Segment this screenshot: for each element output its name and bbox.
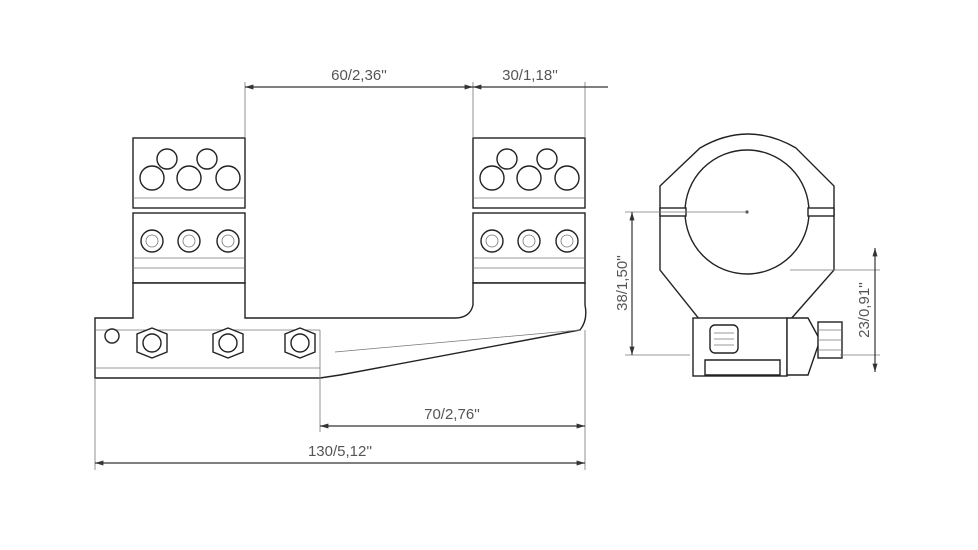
left-ring-cap [132,137,246,209]
left-ring-base [132,212,246,284]
dim-overall-length: 130/5,12'' [308,443,372,460]
rail-clamp [692,317,843,377]
cantilever-body [94,282,587,379]
end-view [659,133,843,377]
dim-offset: 70/2,76'' [424,406,480,423]
right-ring-base [472,212,586,284]
cross-bolts [136,327,316,359]
dim-center-height: 38/1,50'' [614,255,631,311]
dim-ring-width: 30/1,18'' [502,67,558,84]
dim-base-height: 23/0,91'' [856,282,873,338]
right-ring-cap [472,137,586,209]
side-view [94,137,587,379]
extension-lines [94,82,880,470]
dim-ring-spacing: 60/2,36'' [331,67,387,84]
